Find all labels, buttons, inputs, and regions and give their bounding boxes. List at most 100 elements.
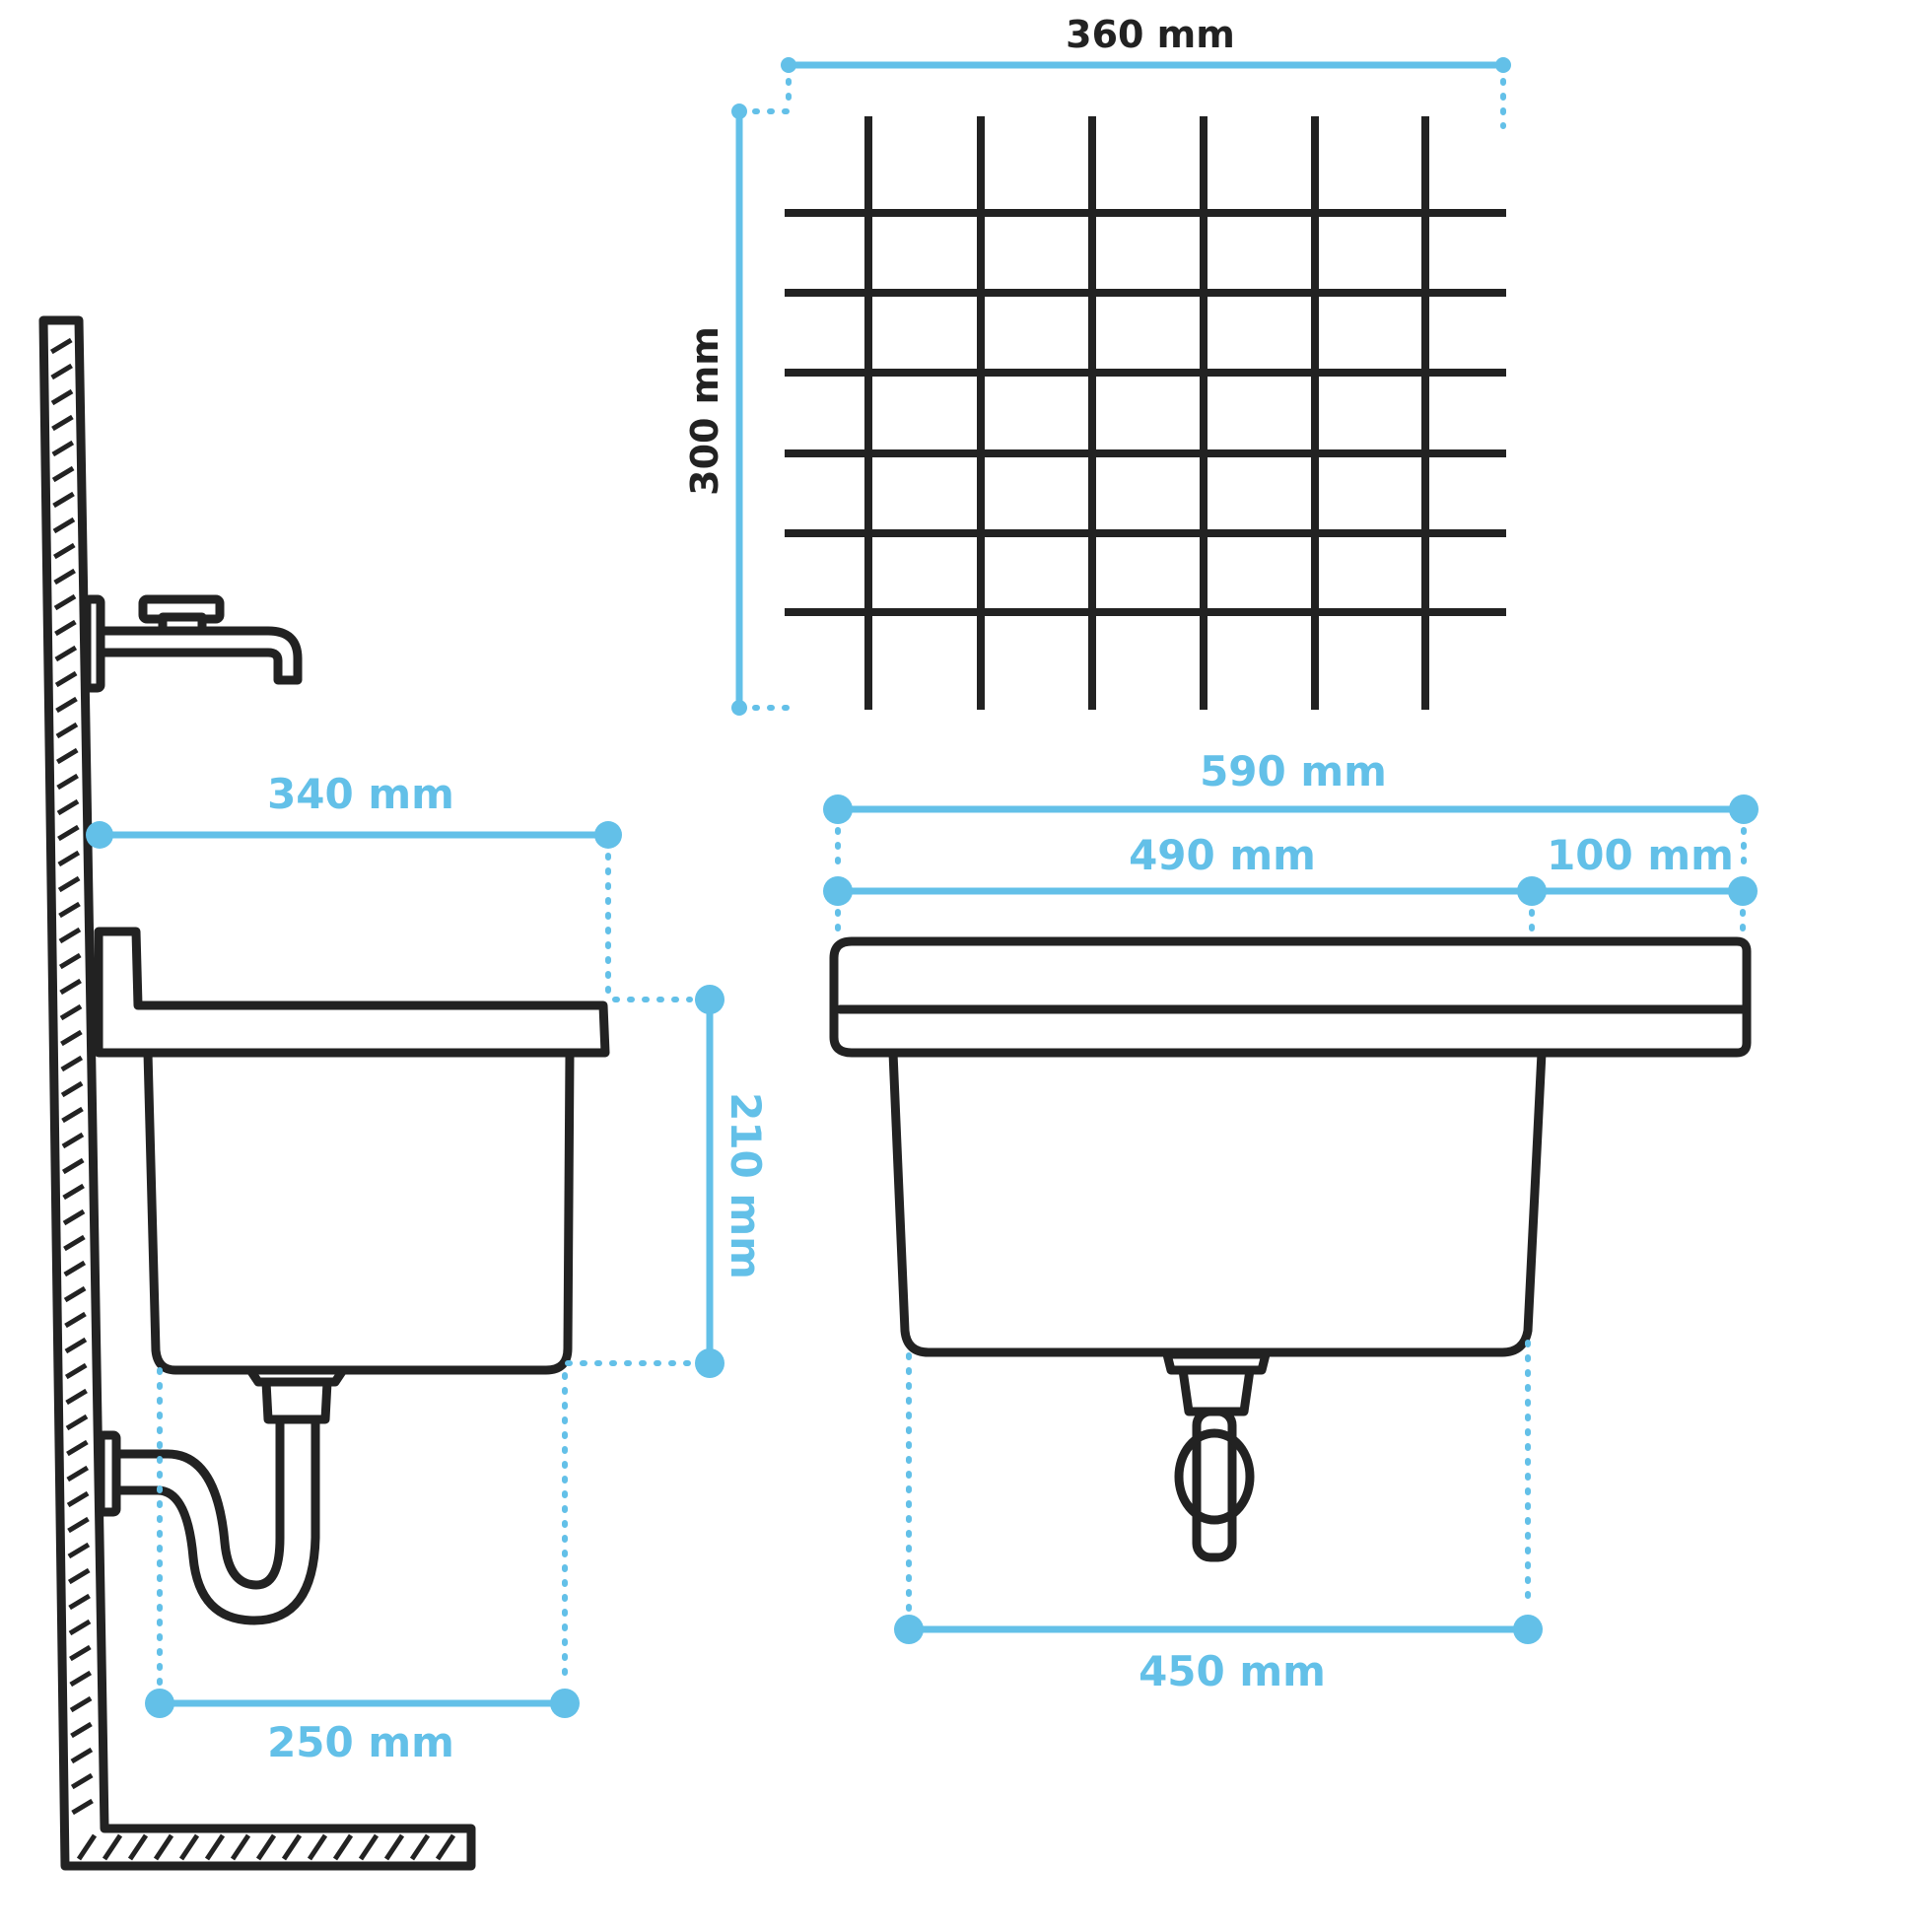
wall-hatch-mark xyxy=(69,1644,92,1662)
dim-side-height-end-dot xyxy=(695,1348,724,1378)
wall-hatch-mark xyxy=(70,1747,94,1764)
wall xyxy=(38,315,476,1871)
dim-side-depth-start-dot xyxy=(86,821,113,849)
front-view-sink xyxy=(829,936,1752,1562)
dim-front-total-start-dot xyxy=(823,794,853,824)
wall-hatch-mark xyxy=(63,1234,86,1252)
wall-hatch-mark xyxy=(51,414,74,432)
wall-hatch-mark xyxy=(60,1029,83,1047)
floor-hatch-mark xyxy=(204,1833,226,1861)
wall-hatch-mark xyxy=(67,1516,90,1534)
floor-hatch-mark xyxy=(435,1833,456,1861)
wall-hatch-mark xyxy=(51,440,75,457)
wall-hatch xyxy=(50,337,456,1861)
floor-hatch-mark xyxy=(76,1833,98,1861)
wall-hatch-mark xyxy=(61,1106,84,1124)
dim-label-front-basin: 490 mm xyxy=(1129,831,1316,879)
wall-hatch-mark xyxy=(62,1183,85,1201)
dim-label-side-base: 250 mm xyxy=(267,1718,454,1766)
wall-hatch-mark xyxy=(60,1080,84,1098)
wall-hatch-mark xyxy=(55,696,78,714)
wall-hatch-mark xyxy=(66,1439,89,1457)
wall-hatch-mark xyxy=(56,798,80,816)
dim-front-total-end-dot xyxy=(1729,794,1759,824)
floor-hatch-mark xyxy=(153,1833,174,1861)
floor-hatch-mark xyxy=(281,1833,303,1861)
wall-hatch-mark xyxy=(62,1208,86,1226)
drain-grid-top-view xyxy=(785,116,1506,710)
wall-hatch-mark xyxy=(54,619,77,637)
wall-hatch-mark xyxy=(58,927,82,944)
wall-hatch-mark xyxy=(54,645,78,662)
wall-hatch-mark xyxy=(60,1055,84,1072)
wall-hatch-mark xyxy=(52,542,76,560)
wall-hatch-mark xyxy=(52,517,76,534)
wall-hatch-mark xyxy=(53,568,76,586)
wall-hatch-mark xyxy=(57,875,81,893)
wall-hatch-mark xyxy=(69,1670,93,1688)
floor-hatch-mark xyxy=(255,1833,277,1861)
wall-hatch-mark xyxy=(50,363,73,380)
dim-front-bottom-start-dot xyxy=(894,1615,924,1644)
dim-label-grid-width: 360 mm xyxy=(1066,13,1235,56)
faucet-icon xyxy=(82,594,303,693)
dim-grid-height-end-dot xyxy=(731,700,747,716)
wall-hatch-mark xyxy=(67,1567,91,1585)
wall-hatch-mark xyxy=(70,1721,93,1739)
wall-hatch-mark xyxy=(63,1285,87,1303)
floor-hatch-mark xyxy=(102,1833,123,1861)
floor-hatch-mark xyxy=(230,1833,251,1861)
wall-hatch-mark xyxy=(64,1311,87,1329)
dim-grid-width-end-dot xyxy=(1495,57,1511,73)
dim-front-basin-start-dot xyxy=(823,876,853,906)
wall-hatch-mark xyxy=(52,491,75,509)
dim-label-grid-height: 300 mm xyxy=(683,326,726,496)
wall-hatch-mark xyxy=(56,773,79,791)
wall-hatch-mark xyxy=(61,1157,85,1175)
wall-hatch-mark xyxy=(63,1260,87,1277)
wall-hatch-mark xyxy=(55,722,79,739)
dim-front-ledge-start-dot xyxy=(1517,876,1547,906)
wall-hatch-mark xyxy=(66,1465,90,1483)
floor-hatch-mark xyxy=(332,1833,354,1861)
wall-hatch-mark xyxy=(68,1619,92,1636)
wall-hatch-mark xyxy=(67,1542,91,1559)
wall-hatch-mark xyxy=(68,1593,91,1611)
wall-hatch-mark xyxy=(64,1337,88,1354)
wall-hatch-mark xyxy=(61,1132,85,1149)
wall-hatch-mark xyxy=(57,850,81,867)
dim-label-side-height: 210 mm xyxy=(722,1092,770,1279)
wall-hatch-mark xyxy=(69,1695,93,1713)
floor-hatch-mark xyxy=(383,1833,405,1861)
dim-side-base-end-dot xyxy=(550,1689,580,1718)
dim-side-depth-end-dot xyxy=(594,821,622,849)
wall-hatch-mark xyxy=(53,593,77,611)
wall-hatch-mark xyxy=(59,978,82,996)
dim-label-front-ledge: 100 mm xyxy=(1547,831,1734,879)
wall-hatch-mark xyxy=(71,1798,94,1816)
floor-hatch-mark xyxy=(358,1833,380,1861)
dim-grid-height-start-dot xyxy=(731,104,747,119)
wall-hatch-mark xyxy=(66,1490,90,1508)
wall-hatch-mark xyxy=(64,1362,88,1380)
wall-hatch-mark xyxy=(51,465,75,483)
p-trap-icon xyxy=(96,1365,348,1625)
floor-hatch-mark xyxy=(178,1833,200,1861)
wall-hatch-mark xyxy=(58,952,82,970)
dim-label-side-depth: 340 mm xyxy=(267,770,454,818)
wall-hatch-mark xyxy=(70,1772,94,1790)
dim-side-base-start-dot xyxy=(145,1689,174,1718)
wall-hatch-mark xyxy=(65,1388,88,1406)
floor-hatch-mark xyxy=(409,1833,431,1861)
floor-hatch-mark xyxy=(307,1833,328,1861)
dim-grid-width-start-dot xyxy=(781,57,796,73)
dim-side-height-start-dot xyxy=(695,985,724,1014)
wall-hatch-mark xyxy=(58,901,81,919)
wall-hatch-mark xyxy=(65,1414,89,1431)
dim-label-front-bottom: 450 mm xyxy=(1138,1647,1326,1695)
dim-front-bottom-end-dot xyxy=(1513,1615,1543,1644)
wall-hatch-mark xyxy=(59,1003,83,1021)
side-view-sink xyxy=(94,927,610,1625)
wall-hatch-mark xyxy=(50,337,73,355)
